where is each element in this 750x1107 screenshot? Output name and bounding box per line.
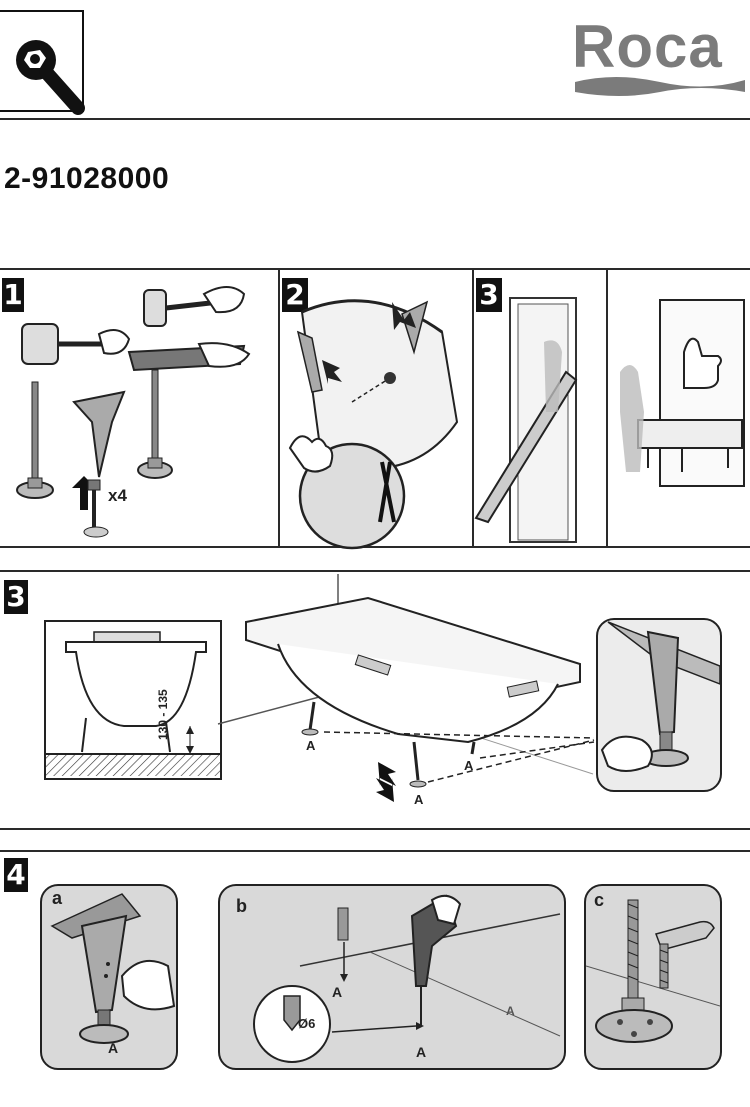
panel-b-point-label-3: A [506,1004,515,1018]
panel-b: b A A A Ø6 [218,884,566,1070]
step-1-number: 1 [2,278,24,312]
quantity-label: x4 [108,486,127,505]
row1-divider-2 [472,268,474,548]
step-2-number: 2 [282,278,308,312]
row1-top-border [0,268,750,270]
bath-side-view [46,631,220,776]
panel-a-point-label: A [108,1040,119,1056]
leg-adjust-detail [600,621,720,772]
brand-logo: Roca [572,13,723,80]
panel-b-point-label-1: A [332,984,343,1000]
row3-top-border [0,850,750,852]
step-3-complete-illustration [620,299,745,487]
wrench-nut-icon [16,40,85,115]
drill-diameter-label: Ø6 [298,1016,316,1031]
panel-a-letter: a [52,888,63,908]
step-2-illustration [288,299,459,550]
row2-top-border [0,570,750,572]
point-a-label-1: A [306,738,316,753]
step-3-install-illustration [474,297,578,543]
header-divider [0,118,750,120]
point-a-label-2: A [464,758,474,773]
row2-bottom-border [0,828,750,830]
row1-divider-1 [278,268,280,548]
step-4-number: 4 [4,858,28,892]
row1-divider-3 [606,268,608,548]
panel-a-illustration [50,893,176,1044]
tool-icon-frame [0,10,85,115]
bath-perspective-illustration [217,574,595,802]
panel-c-letter: c [594,890,605,910]
height-range-label: 130 - 135 [156,689,170,740]
point-a-label-3: A [414,792,424,807]
panel-c-illustration [586,899,720,1043]
product-code: 2-91028000 [4,162,170,195]
panel-b-letter: b [236,896,247,916]
row1-bottom-border [0,546,750,548]
step-1-illustration [16,286,251,538]
brand-wave [575,77,745,96]
panel-b-point-label-2: A [416,1044,427,1060]
step-3b-number: 3 [4,580,28,614]
bath-side-view-panel: 130 - 135 [44,620,222,780]
panel-a: a A [40,884,178,1070]
panel-c: c [584,884,722,1070]
leg-adjust-detail-panel [596,618,722,792]
panel-b-illustration [253,894,561,1063]
step-3-number: 3 [476,278,502,312]
